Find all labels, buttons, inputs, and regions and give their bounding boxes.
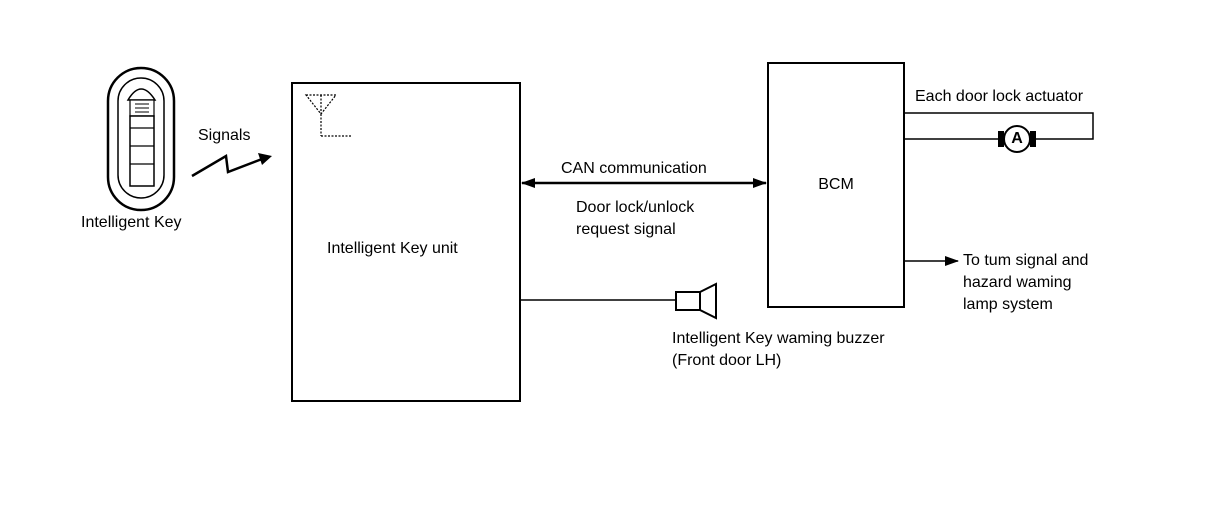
signals-label: Signals [198,127,251,144]
motor-label: A [1011,130,1023,147]
bcm-label: BCM [818,176,854,193]
door-lock-actuator-circuit [904,112,1094,147]
bcm-box [767,62,905,308]
turn-signal-label-2: hazard waming [963,274,1072,291]
signal-wave-icon [191,153,272,178]
turn-signal-label-1: To tum signal and [963,252,1089,269]
buzzer-label-1: Intelligent Key waming buzzer [672,330,885,347]
intelligent-key-label: Intelligent Key [81,214,182,231]
intelligent-key-icon [106,66,176,212]
buzzer-icon [675,282,717,320]
turn-signal-label-3: lamp system [963,296,1053,313]
buzzer-label-2: (Front door LH) [672,352,782,369]
actuator-label: Each door lock actuator [915,88,1084,105]
can-communication-label: CAN communication [561,160,707,177]
motor-icon [1003,125,1031,153]
intelligent-key-unit-label: Intelligent Key unit [327,240,458,257]
door-lock-request-label-2: request signal [576,221,676,238]
door-lock-request-label-1: Door lock/unlock [576,199,695,216]
antenna-icon [304,94,352,137]
